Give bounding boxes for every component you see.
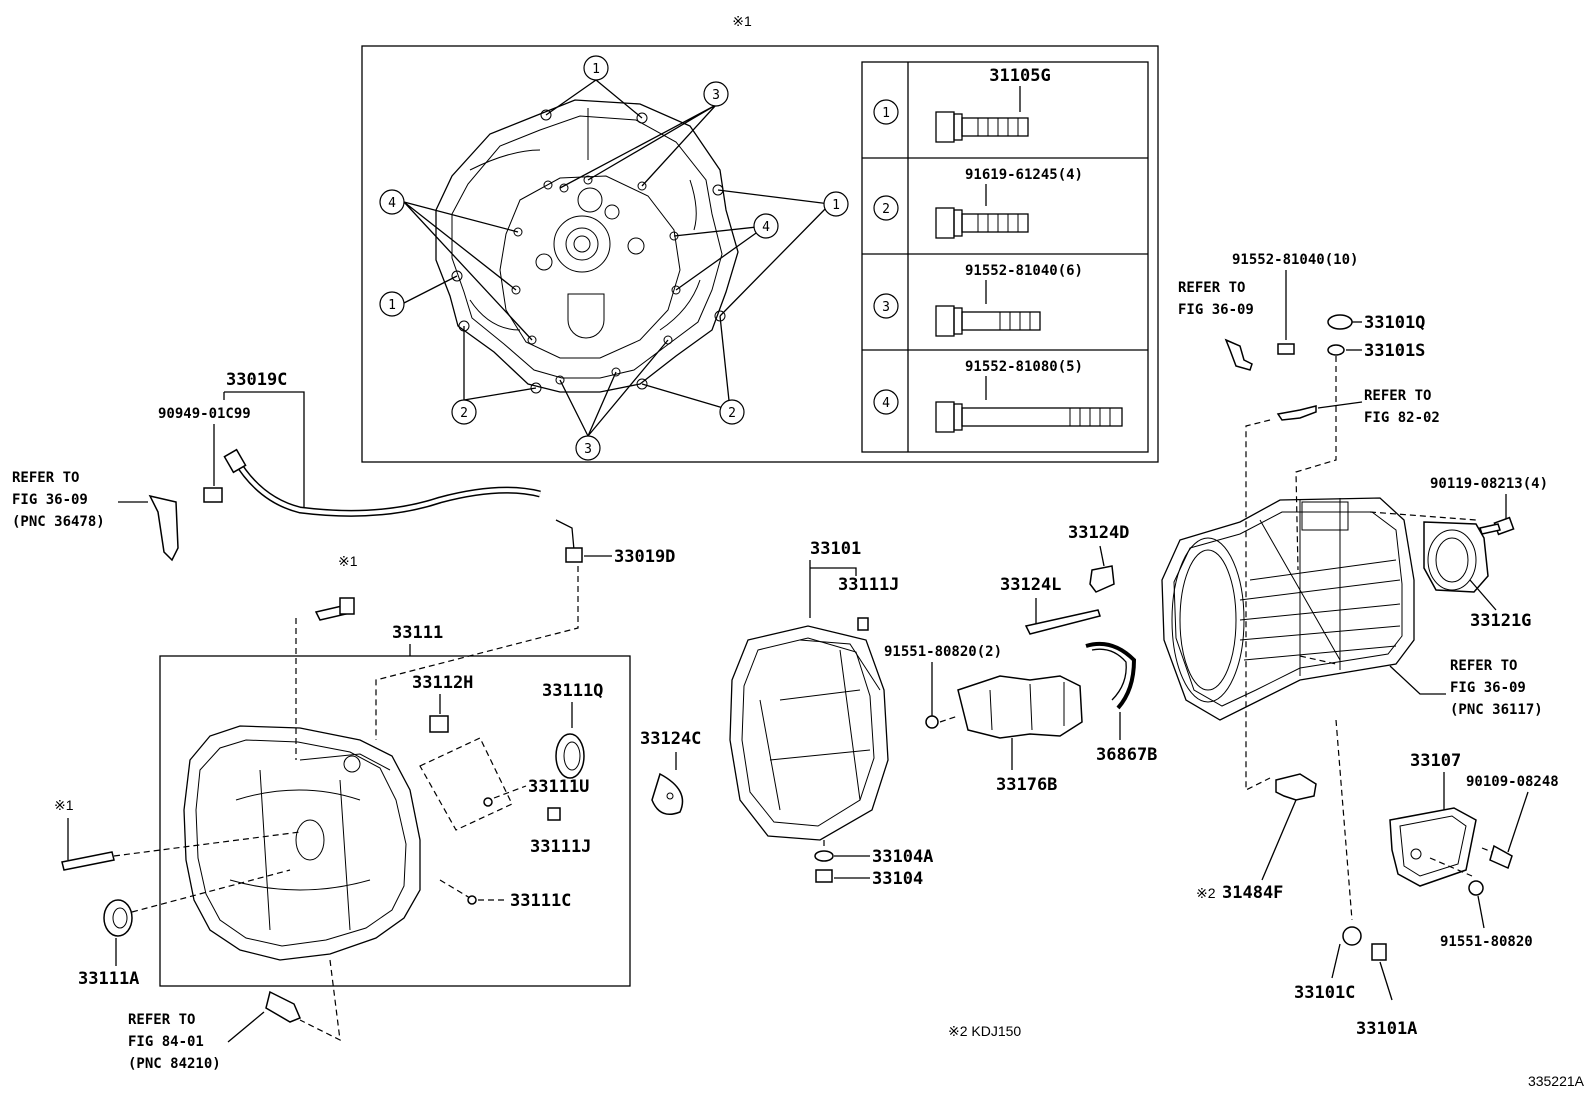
label-33107: 33107 [1410, 751, 1461, 771]
mark-1-b: ※1 [54, 797, 74, 813]
part-label: 3 [584, 442, 592, 457]
label-33111J-a: 33111J [530, 837, 591, 857]
label-33111J-b: 33111J [838, 575, 899, 595]
bolt-row-1: 1 31105G [873, 66, 1051, 143]
label-33111C-a: 33111C [510, 891, 571, 911]
inset-callouts: 1 3 4 4 1 1 2 2 3 [379, 55, 849, 461]
part-label: 4 [882, 396, 890, 411]
housing-box-frame [159, 655, 631, 987]
label-33101: 33101 [810, 539, 861, 559]
shift-parts-group: 91551-80820(2) 33176B 33124L 33124D 3686… [884, 523, 1157, 795]
label-36867B: 36867B [1096, 745, 1157, 765]
label-33101Q: 33101Q [1364, 313, 1425, 333]
label-91552-81040-10: 91552-81040(10) [1232, 252, 1358, 268]
inset-frame [361, 45, 1159, 463]
part-label: 1 [882, 106, 890, 121]
label-91551-80820-2: 91551-80820(2) [884, 644, 1002, 660]
ref-82: REFER TO FIG 82-02 [1364, 388, 1440, 426]
part-label: 2 [460, 406, 468, 421]
part-label: (PNC 36117) [1450, 702, 1543, 718]
part-label: 2 [882, 202, 890, 217]
part-label: FIG 36-09 [1178, 302, 1254, 318]
label-33121G: 33121G [1470, 611, 1531, 631]
label-90109-08248: 90109-08248 [1466, 774, 1559, 790]
label-90119-08213-4: 90119-08213(4) [1430, 476, 1548, 492]
mark-2: ※2 [1196, 885, 1216, 901]
label-33101A: 33101A [1356, 1019, 1417, 1039]
label-33104: 33104 [872, 869, 923, 889]
label-33104A: 33104A [872, 847, 933, 867]
label-33112H: 33112H [412, 673, 473, 693]
part-label: FIG 36-09 [1450, 680, 1526, 696]
part-label: 3 [882, 300, 890, 315]
part-label: FIG 82-02 [1364, 410, 1440, 426]
part-label: 4 [762, 220, 770, 235]
part-label: 91619-61245(4) [965, 167, 1083, 183]
extension-housing-group: 91552-81040(10) REFER TO FIG 36-09 33101… [1161, 252, 1559, 1039]
part-label: 1 [832, 198, 840, 213]
label-33111Q: 33111Q [542, 681, 603, 701]
bolt-row-3: 3 91552-81040(6) [873, 263, 1083, 337]
mark-1-a: ※1 [338, 553, 358, 569]
part-label: 91552-81080(5) [965, 359, 1083, 375]
part-label: FIG 84-01 [128, 1034, 204, 1050]
ref-right: REFER TO FIG 36-09 (PNC 36117) [1450, 658, 1543, 718]
label-33176B: 33176B [996, 775, 1057, 795]
inset-leaders [401, 79, 831, 437]
label-33124D: 33124D [1068, 523, 1129, 543]
bolt-row-2: 2 91619-61245(4) [873, 167, 1083, 239]
part-label: REFER TO [1178, 280, 1245, 296]
part-label: REFER TO [128, 1012, 195, 1028]
ref-top-right: REFER TO FIG 36-09 [1178, 280, 1254, 318]
ref-bottom: REFER TO FIG 84-01 (PNC 84210) [128, 1012, 221, 1072]
part-label: REFER TO [1450, 658, 1517, 674]
inset-mark: ※1 [732, 13, 752, 29]
part-label: REFER TO [1364, 388, 1431, 404]
part-label: 3 [712, 88, 720, 103]
label-90949-01C99: 90949-01C99 [158, 406, 251, 422]
transmission-case-group: 33101 33111J 33124C 33104A 33104 [640, 539, 933, 889]
bolt-row-4: 4 91552-81080(5) [873, 359, 1123, 433]
part-label: (PNC 36478) [12, 514, 105, 530]
clutch-housing-group: ※1 33111 33112H 33111Q 33111U 33111J 331… [54, 553, 631, 1072]
figure-id: 335221A [1528, 1073, 1585, 1089]
part-label: 2 [728, 406, 736, 421]
label-31484F: 31484F [1222, 883, 1283, 903]
label-33111: 33111 [392, 623, 443, 643]
ref-left: REFER TO FIG 36-09 (PNC 36478) [12, 470, 105, 530]
label-33124C: 33124C [640, 729, 701, 749]
part-label: 1 [592, 62, 600, 77]
part-label: 91552-81040(6) [965, 263, 1083, 279]
part-label: FIG 36-09 [12, 492, 88, 508]
part-label: REFER TO [12, 470, 79, 486]
label-33101C-b: 33101C [1294, 983, 1355, 1003]
part-label: 31105G [989, 66, 1050, 86]
part-label: 1 [388, 298, 396, 313]
label-33019C: 33019C [226, 370, 287, 390]
label-33124L: 33124L [1000, 575, 1061, 595]
label-33101S: 33101S [1364, 341, 1425, 361]
model-note: ※2 KDJ150 [948, 1023, 1021, 1039]
part-label: 4 [388, 196, 396, 211]
bolt-detail-inset: ※1 [361, 13, 1159, 463]
label-33019D: 33019D [614, 547, 675, 567]
label-33111U: 33111U [528, 777, 589, 797]
bolt-table: 1 31105G 2 91619-61245(4) 3 91552-81040(… [861, 61, 1149, 453]
bell-housing-face-view [435, 99, 739, 394]
label-33111A: 33111A [78, 969, 139, 989]
breather-hose-group: 33019C 90949-01C99 33019D REFER TO FIG 3… [12, 370, 675, 567]
part-label: (PNC 84210) [128, 1056, 221, 1072]
label-91551-80820: 91551-80820 [1440, 934, 1533, 950]
